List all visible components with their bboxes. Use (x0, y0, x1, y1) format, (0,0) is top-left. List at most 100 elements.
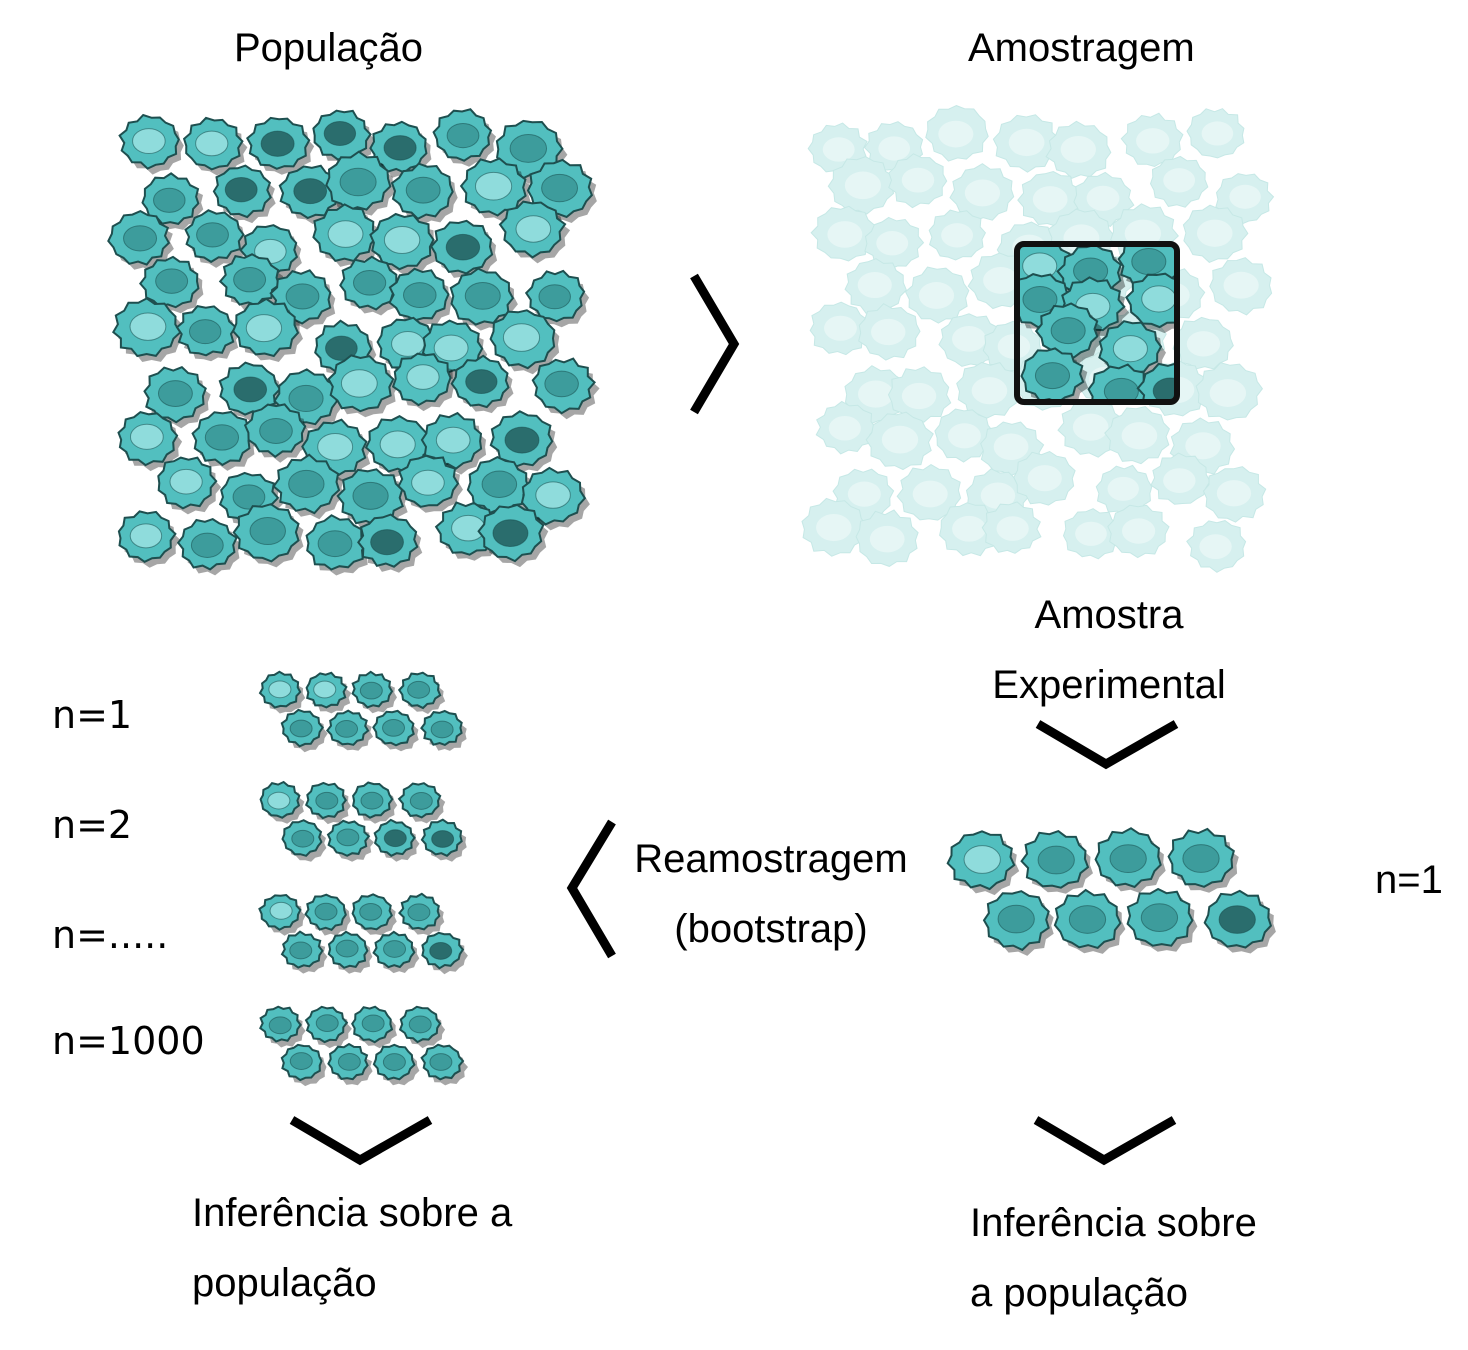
cell (429, 219, 498, 280)
cell (232, 503, 304, 568)
cell (887, 366, 952, 423)
cell (325, 150, 396, 217)
resample-label-3: n=..... (52, 913, 169, 957)
cell (420, 1043, 468, 1086)
cell (118, 113, 184, 175)
resample-label-1: n=1 (52, 693, 133, 737)
cell (459, 157, 531, 222)
experimental-sample-label: Amostra Experimental (986, 580, 1232, 720)
cell (1107, 504, 1170, 559)
cell (1203, 889, 1276, 954)
chevron-down-icon (289, 1116, 433, 1166)
cell (855, 509, 919, 567)
cell (934, 408, 994, 463)
cell (327, 1042, 373, 1086)
cell (489, 309, 560, 375)
resample-label-2: n=2 (52, 803, 133, 847)
cell (946, 830, 1020, 896)
cell (1013, 450, 1076, 506)
cell (1186, 108, 1245, 159)
cell (844, 258, 907, 314)
cell (304, 1005, 352, 1049)
chevron-down-icon (1035, 720, 1179, 770)
cell (939, 502, 1000, 557)
cell (157, 456, 222, 515)
cell (372, 930, 420, 974)
cell (888, 153, 948, 209)
cell (191, 410, 257, 471)
inference-left-line2: população (192, 1261, 377, 1305)
cell (397, 454, 463, 513)
cell (391, 352, 456, 412)
cell (139, 255, 204, 314)
inference-right-line1: Inferência sobre (970, 1201, 1257, 1245)
cell (801, 497, 866, 557)
cell (143, 366, 211, 429)
cell (1186, 520, 1247, 573)
cell (864, 216, 925, 270)
cell (1094, 827, 1166, 893)
cell (258, 893, 306, 936)
chevron-left-icon (566, 819, 616, 959)
cell (1195, 362, 1264, 421)
cell (397, 671, 446, 714)
cell (420, 818, 467, 862)
cell (305, 514, 372, 576)
cell (280, 930, 328, 974)
cell (231, 297, 303, 362)
cell (218, 253, 285, 312)
sample-frame (1014, 241, 1180, 405)
cell (524, 269, 590, 328)
cell (449, 267, 518, 331)
cell (1150, 452, 1211, 505)
cell (498, 200, 571, 264)
cell (117, 510, 181, 568)
inference-left-label: Inferência sobre a população (192, 1178, 512, 1318)
cell (184, 209, 249, 268)
cell (815, 400, 877, 455)
cell (904, 266, 970, 324)
cell (351, 1005, 397, 1049)
cell (259, 780, 305, 824)
cell (827, 156, 895, 215)
cell (1120, 112, 1184, 168)
cell (280, 708, 328, 753)
cell (1167, 827, 1239, 893)
cell (326, 819, 374, 862)
cell (398, 1005, 446, 1049)
experimental-sample-line1: Amostra (1034, 593, 1184, 637)
cell (175, 305, 241, 362)
cell (809, 301, 870, 356)
cell (259, 1005, 306, 1048)
cell (1125, 272, 1177, 334)
cell (1126, 887, 1198, 952)
cell (421, 931, 468, 975)
cell (176, 517, 242, 576)
resampling-label: Reamostragem (bootstrap) (626, 824, 916, 964)
cell (858, 303, 921, 361)
cell (1087, 363, 1157, 402)
cell (477, 503, 549, 568)
cell (420, 709, 467, 751)
cell (489, 410, 558, 473)
cell (1104, 406, 1170, 465)
cell (992, 114, 1060, 173)
cell (1202, 466, 1267, 523)
cell (327, 354, 399, 418)
cell (388, 267, 454, 327)
cell (373, 818, 420, 862)
cell (1182, 204, 1249, 263)
cell (272, 453, 344, 520)
cell (949, 163, 1015, 222)
cell (1053, 888, 1126, 954)
experimental-sample-line2: Experimental (992, 663, 1226, 707)
chevron-down-icon (1033, 1116, 1177, 1166)
cell (397, 782, 446, 824)
cell (956, 361, 1022, 419)
cell (112, 297, 186, 362)
cell (243, 403, 311, 463)
